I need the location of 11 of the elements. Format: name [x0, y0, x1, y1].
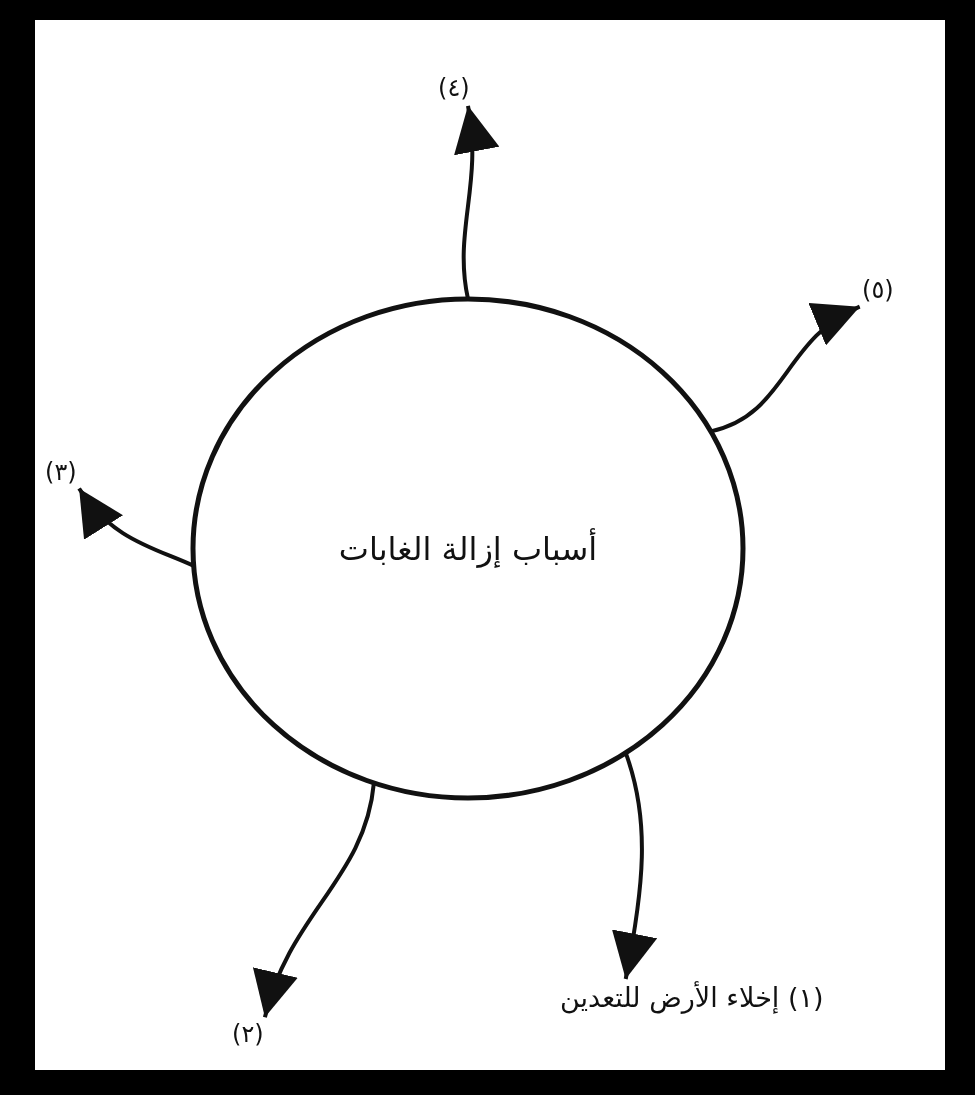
arrow — [611, 752, 657, 980]
cause-label: (٢) — [232, 1020, 264, 1049]
topic-ellipse — [190, 296, 746, 801]
cause-label: (٣) — [45, 458, 77, 487]
cause-label: (٤) — [438, 74, 470, 103]
arrow — [255, 782, 376, 1018]
cause-label: (١) إخلاء الأرض للتعدين — [560, 982, 824, 1015]
topic-title: أسباب إزالة الغابات — [338, 529, 598, 568]
arrow — [710, 304, 861, 434]
cause-label: (٥) — [862, 276, 894, 305]
arrow — [452, 105, 498, 300]
